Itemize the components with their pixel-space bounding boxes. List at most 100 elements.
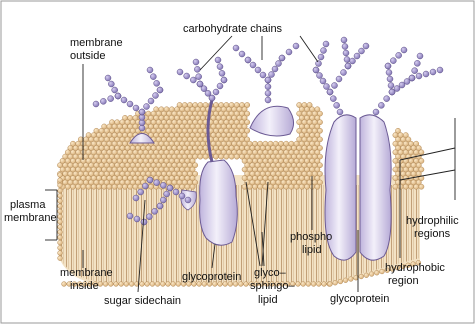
lipid-head [58, 178, 63, 183]
lipid-head [278, 184, 283, 189]
lipid-head [145, 282, 150, 287]
sugar-bead [423, 71, 429, 77]
sugar-bead [293, 43, 299, 49]
sugar-bead [157, 87, 163, 93]
lipid-head [114, 282, 119, 287]
lipid-head [374, 270, 379, 275]
lipid-head [102, 184, 107, 189]
lipid-head [107, 184, 112, 189]
sugar-bead [416, 73, 422, 79]
sugar-bead [350, 58, 356, 64]
lipid-head [86, 184, 91, 189]
lipid-head [252, 184, 257, 189]
sugar-bead [167, 185, 173, 191]
lipid-head [91, 184, 96, 189]
lipid-head [299, 184, 304, 189]
sugar-bead [345, 63, 351, 69]
lipid-head [171, 282, 176, 287]
sugar-bead [276, 61, 282, 67]
sugar-bead [139, 109, 145, 115]
label-hydrophilic-1: hydrophilic [406, 215, 459, 227]
sugar-bead [363, 43, 369, 49]
lipid-head [315, 184, 320, 189]
sugar-bead [100, 98, 106, 104]
sugar-bead [197, 81, 203, 87]
label-membrane-outside-2: outside [70, 50, 105, 62]
lipid-head [176, 282, 181, 287]
sugar-bead [313, 67, 319, 73]
sugar-bead [324, 84, 330, 90]
sugar-bead [160, 182, 166, 188]
lipid-head [185, 184, 190, 189]
sugar-bead [219, 70, 225, 76]
lipid-head [133, 184, 138, 189]
label-glycoprotein-left: glycoprotein [182, 271, 241, 283]
lipid-head [414, 184, 419, 189]
lipid-head [58, 219, 63, 224]
sugar-bead [341, 70, 347, 76]
lipid-head [58, 225, 63, 230]
sugar-bead [233, 45, 239, 51]
lipid-head [328, 282, 333, 287]
label-carbohydrate-chains: carbohydrate chains [183, 23, 283, 35]
lipid-head [213, 154, 218, 159]
sugar-bead [133, 195, 139, 201]
lipid-head [294, 184, 299, 189]
sugar-bead [437, 67, 443, 73]
sugar-bead [327, 89, 333, 95]
label-sugar-sidechain: sugar sidechain [104, 295, 181, 307]
label-phospholipid-2: lipid [302, 244, 322, 256]
lipid-head [58, 240, 63, 245]
sugar-bead [154, 180, 160, 186]
sugar-bead [378, 102, 384, 108]
label-membrane-inside-2: inside [70, 280, 99, 292]
sugar-bead [318, 54, 324, 60]
sugar-bead [343, 50, 349, 56]
sugar-bead [177, 69, 183, 75]
sugar-bead [316, 61, 322, 67]
lipid-head [174, 184, 179, 189]
lipid-head [229, 154, 234, 159]
lipid-head [70, 184, 75, 189]
sugar-bead [127, 213, 133, 219]
label-hydrophilic-2: regions [414, 228, 451, 240]
lipid-head [338, 279, 343, 284]
lipid-head [108, 282, 113, 287]
sugar-bead [127, 101, 133, 107]
sugar-bead [115, 93, 121, 99]
sugar-bead [153, 93, 159, 99]
glycoprotein-right-right-half [360, 115, 391, 260]
sugar-bead [321, 48, 327, 54]
lipid-head [58, 209, 63, 214]
label-glycoprotein-right: glycoprotein [330, 293, 389, 305]
sugar-bead [194, 66, 200, 72]
sugar-bead [269, 72, 275, 78]
sugar-bead [160, 197, 166, 203]
label-hydrophobic-2: region [388, 275, 419, 287]
label-hydrophobic-1: hydrophobic [385, 262, 445, 274]
sugar-bead [152, 208, 158, 214]
sugar-bead [105, 75, 111, 81]
lipid-head [58, 183, 63, 188]
lipid-head [58, 251, 63, 256]
sugar-bead [148, 98, 154, 104]
lipid-head [301, 282, 306, 287]
sugar-bead [217, 83, 223, 89]
lipid-head [124, 282, 129, 287]
lipid-head [58, 235, 63, 240]
sugar-bead [401, 47, 407, 53]
lipid-head [148, 184, 153, 189]
sugar-bead [147, 67, 153, 73]
lipid-head [403, 184, 408, 189]
lipid-head [65, 184, 70, 189]
lipid-head [219, 154, 224, 159]
lipid-head [58, 256, 63, 261]
lipid-head [419, 184, 424, 189]
lipid-head [112, 184, 117, 189]
lipid-head [364, 273, 369, 278]
sugar-bead [185, 197, 191, 203]
lipid-head [296, 282, 301, 287]
sugar-bead [217, 64, 223, 70]
sugar-bead [344, 57, 350, 63]
